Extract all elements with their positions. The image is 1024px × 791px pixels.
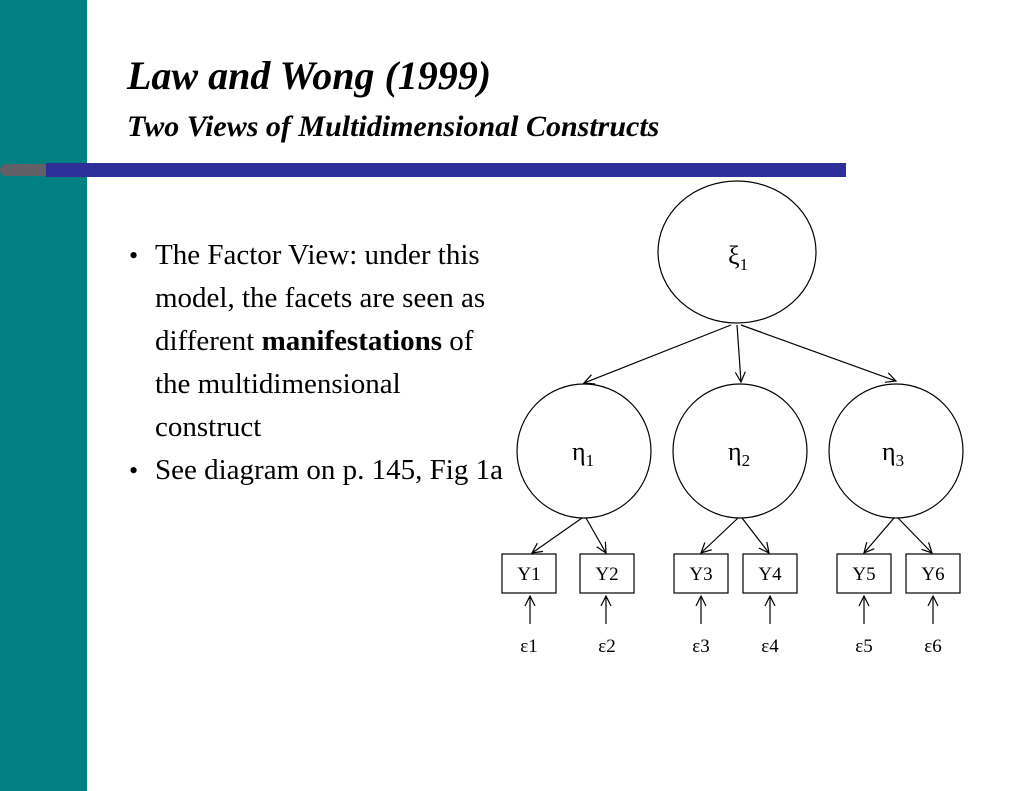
- indicator-label: Y5: [852, 564, 875, 585]
- left-accent-bar: [0, 0, 87, 791]
- bullet-marker: •: [129, 241, 139, 270]
- arrow-latent-to-eta1: [584, 324, 732, 383]
- indicator-label: Y6: [921, 564, 944, 585]
- latent-construct-node: [657, 180, 817, 324]
- slide-title: Law and Wong (1999): [127, 53, 492, 98]
- arrow-eta1-to-y1: [532, 517, 583, 553]
- indicator-y3: Y3: [673, 553, 729, 594]
- indicator-y1: Y1: [501, 553, 557, 594]
- bullet-emphasis: manifestations: [261, 325, 443, 357]
- arrow-eta2-to-y4: [741, 517, 769, 553]
- factor-node-eta1: [516, 383, 652, 519]
- indicator-label: Y2: [595, 564, 618, 585]
- indicator-y2: Y2: [579, 553, 635, 594]
- error-label-e1: ε1: [520, 636, 537, 657]
- bullet-item-factor-view: • The Factor View: under this model, the…: [127, 234, 512, 449]
- arrow-latent-to-eta3: [740, 324, 896, 381]
- factor-label-eta1: η1: [572, 437, 594, 470]
- slide-subtitle: Two Views of Multidimensional Constructs: [127, 110, 660, 143]
- factor-node-eta2: [672, 383, 808, 519]
- indicator-y4: Y4: [742, 553, 798, 594]
- factor-label-eta3: η3: [882, 437, 904, 470]
- divider-line: [46, 163, 846, 177]
- indicator-y6: Y6: [905, 553, 961, 594]
- arrow-latent-to-eta2: [737, 324, 741, 382]
- error-label-e6: ε6: [924, 636, 941, 657]
- indicator-y5: Y5: [836, 553, 892, 594]
- arrow-eta3-to-y5: [864, 517, 895, 553]
- arrow-eta2-to-y3: [701, 517, 739, 553]
- factor-node-eta3: [828, 383, 964, 519]
- bullet-text: See diagram on p. 145, Fig 1a: [155, 454, 503, 486]
- error-label-e4: ε4: [761, 636, 779, 657]
- bullet-item-see-diagram: • See diagram on p. 145, Fig 1a: [127, 449, 512, 492]
- error-label-e3: ε3: [692, 636, 709, 657]
- indicator-label: Y3: [689, 564, 712, 585]
- bullet-text-end: of the multidimensional construct: [155, 325, 474, 443]
- indicator-label: Y4: [758, 564, 782, 585]
- bullet-text: The Factor View: under this model, the f…: [155, 239, 486, 357]
- arrow-eta3-to-y6: [897, 517, 932, 553]
- divider-stub: [0, 164, 46, 176]
- title-divider: [0, 161, 846, 180]
- indicator-label: Y1: [517, 564, 540, 585]
- latent-construct-label: ξ1: [728, 241, 748, 274]
- error-label-e2: ε2: [598, 636, 615, 657]
- error-label-e5: ε5: [855, 636, 872, 657]
- factor-label-eta2: η2: [728, 437, 750, 470]
- arrow-eta1-to-y2: [585, 517, 606, 553]
- bullet-list: • The Factor View: under this model, the…: [127, 234, 512, 492]
- bullet-marker: •: [129, 456, 139, 485]
